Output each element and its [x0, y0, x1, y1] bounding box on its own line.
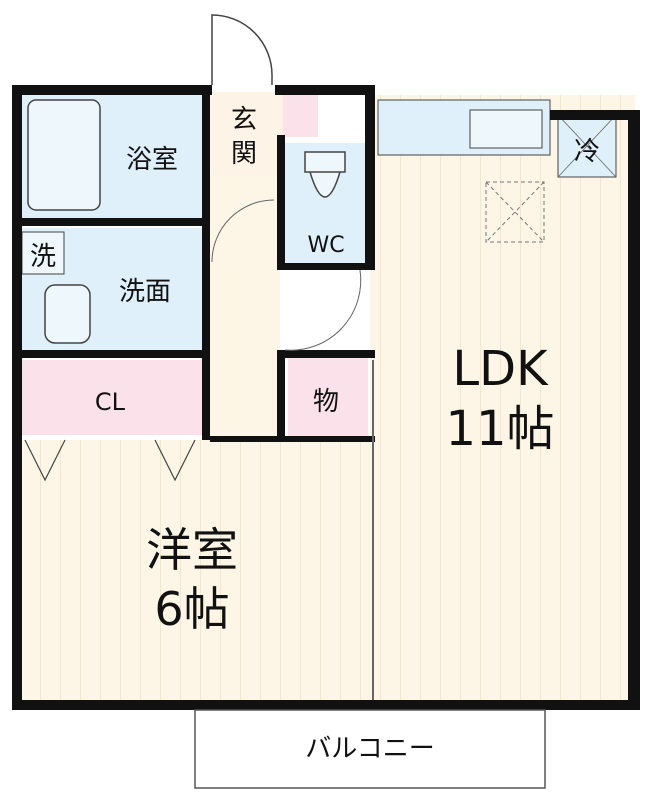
washroom-label: 洗面 — [119, 277, 171, 307]
corridor-door-arc — [211, 199, 275, 263]
ldk-size-label: 11帖 — [445, 401, 554, 457]
washbasin — [44, 284, 91, 344]
wall-wash-closet — [22, 350, 207, 358]
western-room-name-label: 洋室 — [146, 523, 238, 577]
wall-bath-wash — [22, 218, 207, 226]
wall-storage-left — [277, 350, 285, 442]
fridge-cross-2 — [557, 114, 617, 178]
entrance-shoe-box — [283, 95, 318, 137]
closet-floor — [22, 360, 202, 435]
storage-label: 物 — [313, 387, 339, 417]
toilet-icon — [304, 151, 346, 198]
wall-left — [12, 85, 22, 710]
wall-wet-corridor — [202, 92, 210, 440]
balcony-label: バルコニー — [305, 734, 434, 764]
wall-storage-top — [277, 350, 375, 358]
entrance-label-1: 玄 — [231, 105, 257, 135]
bath-label: 浴室 — [126, 145, 178, 175]
entrance-door — [211, 14, 273, 85]
wall-top-right — [550, 110, 640, 120]
entrance-floor — [210, 92, 285, 175]
entrance-label-2: 関 — [231, 139, 257, 169]
wall-bottom — [12, 700, 640, 710]
western-room-size-label: 6帖 — [154, 582, 229, 636]
closet-door-right — [154, 439, 196, 482]
wall-wc-left — [277, 135, 285, 270]
washer-space — [21, 231, 65, 275]
fridge-label: 冷 — [574, 137, 600, 167]
western-room-floor — [15, 440, 375, 705]
wc-door-arc — [284, 269, 362, 351]
wc-label: WC — [307, 233, 344, 258]
wall-western-top — [210, 436, 375, 442]
washer-label: 洗 — [30, 242, 56, 272]
balcony — [194, 709, 546, 789]
bathtub — [27, 99, 101, 211]
ceiling-hatch — [485, 181, 545, 243]
ldk-name-label: LDK — [452, 341, 549, 397]
closet-label: CL — [95, 388, 126, 416]
wall-wc-bottom — [277, 263, 375, 270]
closet-door-left — [24, 439, 66, 482]
wall-top-left — [12, 85, 212, 95]
storage-floor — [288, 356, 368, 438]
corridor-floor — [210, 175, 280, 440]
ldk-floor — [370, 95, 635, 705]
kitchen-sink — [469, 109, 543, 149]
wall-top-entrance — [275, 85, 375, 95]
wall-wc-right — [365, 95, 375, 270]
wall-right — [628, 110, 640, 710]
